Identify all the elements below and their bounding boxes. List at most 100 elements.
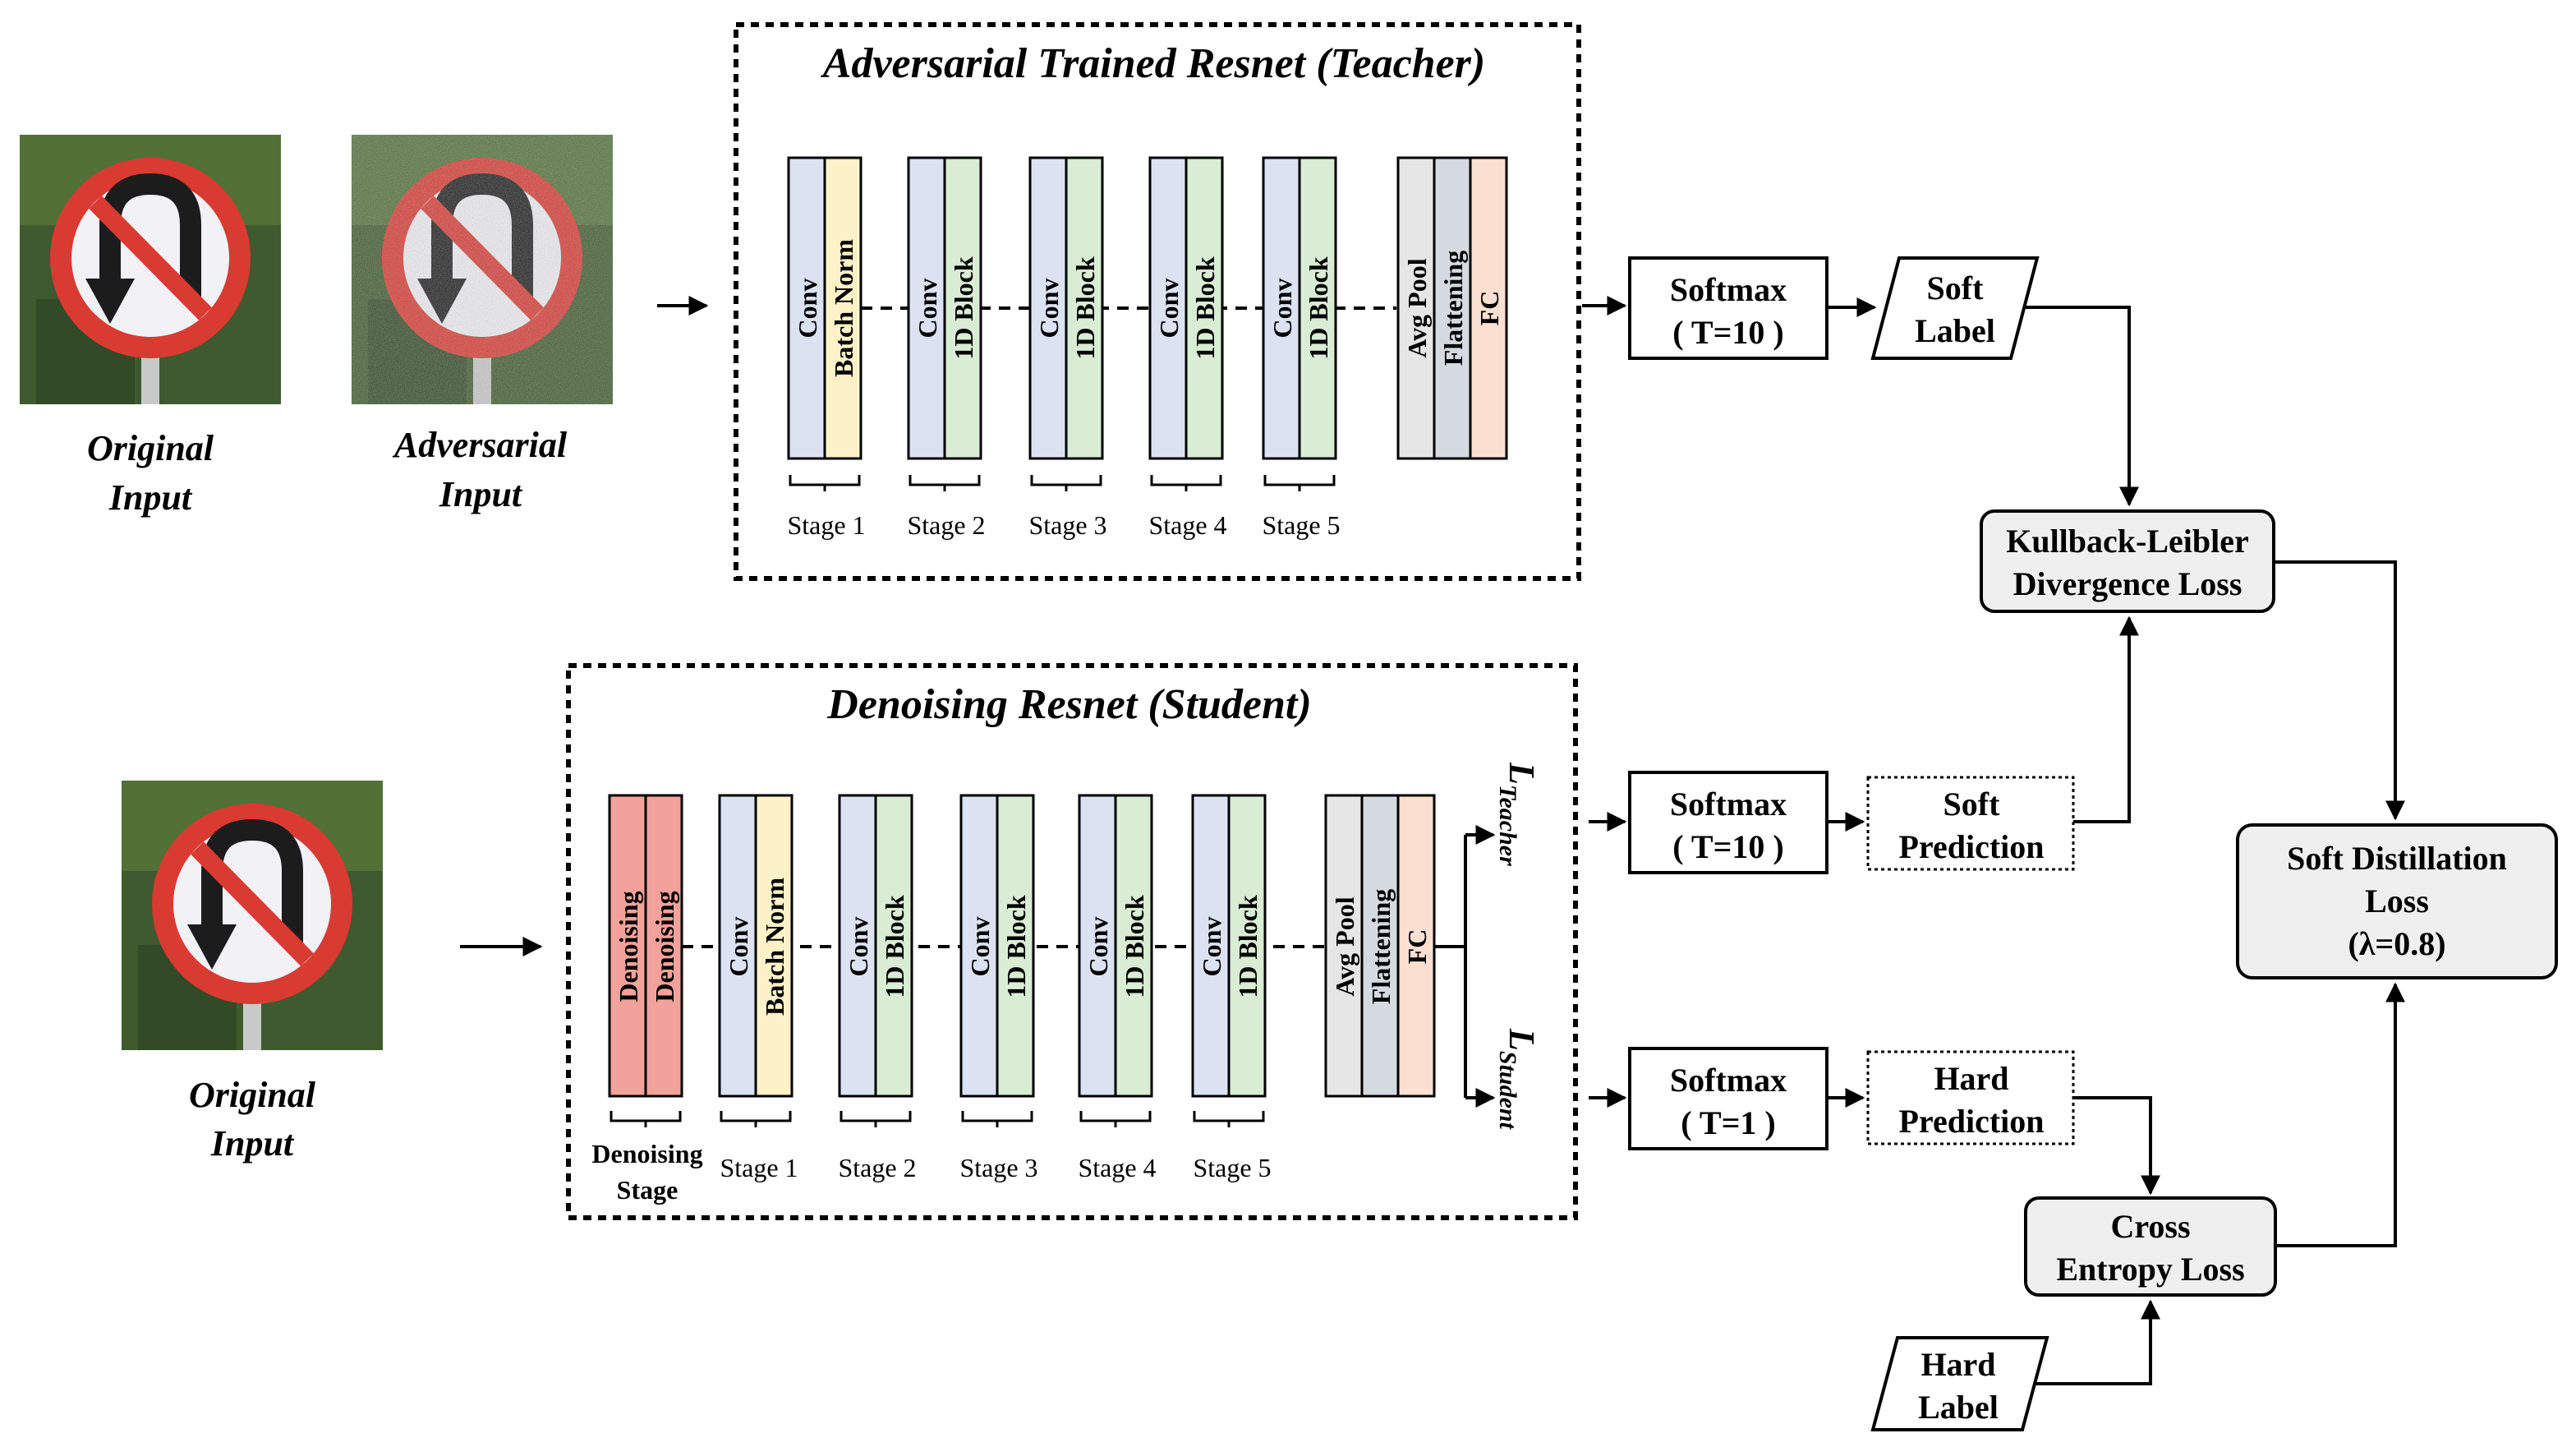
student-stage-3: Conv 1D Block	[959, 794, 1035, 1098]
conv-layer	[1078, 794, 1117, 1098]
teacher-head: Avg Pool Flattening FC	[1396, 156, 1508, 460]
denoising-layer	[608, 794, 647, 1098]
soft-distillation-loss-box	[2236, 823, 2558, 979]
softmax-student-hard-line1: Softmax	[1670, 1062, 1787, 1099]
soft-prediction-line1: Soft	[1944, 786, 2001, 823]
softmax-student-hard-box	[1628, 1047, 1828, 1150]
batch-norm-label: Batch Norm	[760, 878, 789, 1016]
original-input-caption-line2: Input	[108, 477, 193, 518]
flattening-label: Flattening	[1438, 251, 1468, 366]
1d-block-label: 1D Block	[949, 256, 978, 360]
1d-block-label: 1D Block	[1190, 256, 1220, 360]
softmax-teacher-line1: Softmax	[1670, 271, 1787, 308]
1d-block-label: 1D Block	[1001, 895, 1031, 998]
softmax-student-soft-line1: Softmax	[1670, 786, 1787, 823]
arrow-soft-label-to-kl	[2026, 306, 2139, 507]
avg-pool-layer	[1396, 156, 1436, 460]
fc-layer	[1469, 156, 1508, 460]
1d-block-layer	[874, 794, 913, 1098]
conv-label: Conv	[965, 917, 995, 977]
1d-block-label: 1D Block	[1120, 895, 1149, 998]
flattening-layer	[1360, 794, 1400, 1098]
fc-label: FC	[1402, 929, 1432, 965]
denoising-stage-label-line2: Stage	[617, 1175, 678, 1205]
1d-block-label: 1D Block	[1304, 256, 1333, 360]
arrow-hard-prediction-to-ce	[2073, 1096, 2160, 1196]
student-stage-3-label: Stage 3	[959, 1153, 1037, 1182]
softmax-teacher-line2: ( T=10 )	[1672, 314, 1783, 351]
1d-block-layer	[996, 794, 1035, 1098]
original-input-image-student	[122, 781, 383, 1050]
l-teacher-output-label: LTeacher	[1494, 762, 1542, 866]
original-input-caption-line1: Original	[87, 428, 214, 468]
denoising-label: Denoising	[650, 891, 679, 1002]
svg-text:LStudent: LStudent	[1494, 1028, 1542, 1131]
teacher-network-box	[734, 22, 1581, 581]
hard-label-line1: Hard	[1920, 1346, 1995, 1383]
1d-block-label: 1D Block	[1233, 895, 1263, 998]
soft-distillation-line3: (λ=0.8)	[2348, 925, 2445, 962]
conv-layer	[838, 794, 877, 1098]
conv-label: Conv	[1197, 917, 1226, 977]
adversarial-input-caption-line2: Input	[439, 474, 523, 514]
teacher-stage-5: Conv 1D Block	[1262, 156, 1337, 460]
conv-layer	[959, 794, 999, 1098]
teacher-stage-1-label: Stage 1	[787, 510, 865, 540]
soft-label-line1: Soft	[1927, 270, 1985, 306]
teacher-stage-1: Conv Batch Norm	[787, 156, 862, 460]
student-network-box	[566, 663, 1578, 1220]
teacher-stage-5-label: Stage 5	[1262, 510, 1340, 540]
student-stage-4: Conv 1D Block	[1078, 794, 1153, 1098]
conv-label: Conv	[1154, 279, 1184, 339]
denoising-layer	[644, 794, 683, 1098]
student-input-caption-line2: Input	[210, 1123, 295, 1164]
soft-distillation-line2: Loss	[2365, 882, 2429, 919]
teacher-title: Adversarial Trained Resnet (Teacher)	[821, 40, 1485, 87]
softmax-student-hard-line2: ( T=1 )	[1681, 1104, 1775, 1141]
fc-layer	[1396, 794, 1436, 1098]
flattening-layer	[1433, 156, 1472, 460]
1d-block-layer	[1298, 156, 1337, 460]
student-denoising-stage: Denoising Denoising	[608, 794, 683, 1098]
soft-prediction-line2: Prediction	[1898, 828, 2044, 865]
fc-label: FC	[1474, 291, 1504, 326]
arrow-soft-prediction-to-kl	[2073, 615, 2139, 823]
1d-block-layer	[943, 156, 982, 460]
arrow-ce-to-distillation	[2275, 982, 2405, 1247]
1d-block-layer	[1065, 156, 1104, 460]
teacher-stage-2-label: Stage 2	[907, 510, 985, 540]
hard-label-line2: Label	[1918, 1389, 1999, 1426]
teacher-stage-4-label: Stage 4	[1148, 510, 1226, 540]
svg-text:LTeacher: LTeacher	[1494, 762, 1542, 866]
1d-block-label: 1D Block	[1070, 256, 1100, 360]
softmax-student-soft-line2: ( T=10 )	[1672, 828, 1783, 865]
soft-distillation-line1: Soft Distillation	[2287, 840, 2507, 877]
no-u-turn-sign-icon	[20, 135, 281, 404]
conv-label: Conv	[1267, 279, 1297, 339]
student-stage-5-label: Stage 5	[1193, 1153, 1271, 1182]
teacher-stage-3: Conv 1D Block	[1028, 156, 1104, 460]
avg-pool-label: Avg Pool	[1402, 258, 1432, 357]
teacher-stage-braces	[789, 475, 1336, 491]
avg-pool-label: Avg Pool	[1330, 896, 1359, 996]
no-u-turn-sign-icon	[122, 781, 383, 1050]
softmax-teacher-box	[1628, 256, 1828, 360]
student-stage-2-label: Stage 2	[838, 1153, 916, 1182]
denoising-stage-label-line1: Denoising	[591, 1139, 702, 1168]
student-stage-2: Conv 1D Block	[838, 794, 913, 1098]
student-head: Avg Pool Flattening FC	[1324, 794, 1436, 1098]
teacher-stage-2: Conv 1D Block	[907, 156, 982, 460]
conv-layer	[718, 794, 757, 1098]
student-stage-4-label: Stage 4	[1078, 1153, 1156, 1182]
l-teacher-subscript: Teacher	[1494, 785, 1521, 866]
conv-layer	[1148, 156, 1188, 460]
conv-label: Conv	[913, 279, 942, 339]
student-title: Denoising Resnet (Student)	[826, 681, 1311, 728]
hard-prediction-line2: Prediction	[1898, 1103, 2044, 1140]
hard-label-box	[1870, 1336, 2049, 1431]
adversarial-input-image	[352, 135, 613, 404]
conv-label: Conv	[844, 917, 873, 977]
denoising-label: Denoising	[614, 891, 643, 1002]
student-output-fork	[1434, 825, 1496, 1108]
